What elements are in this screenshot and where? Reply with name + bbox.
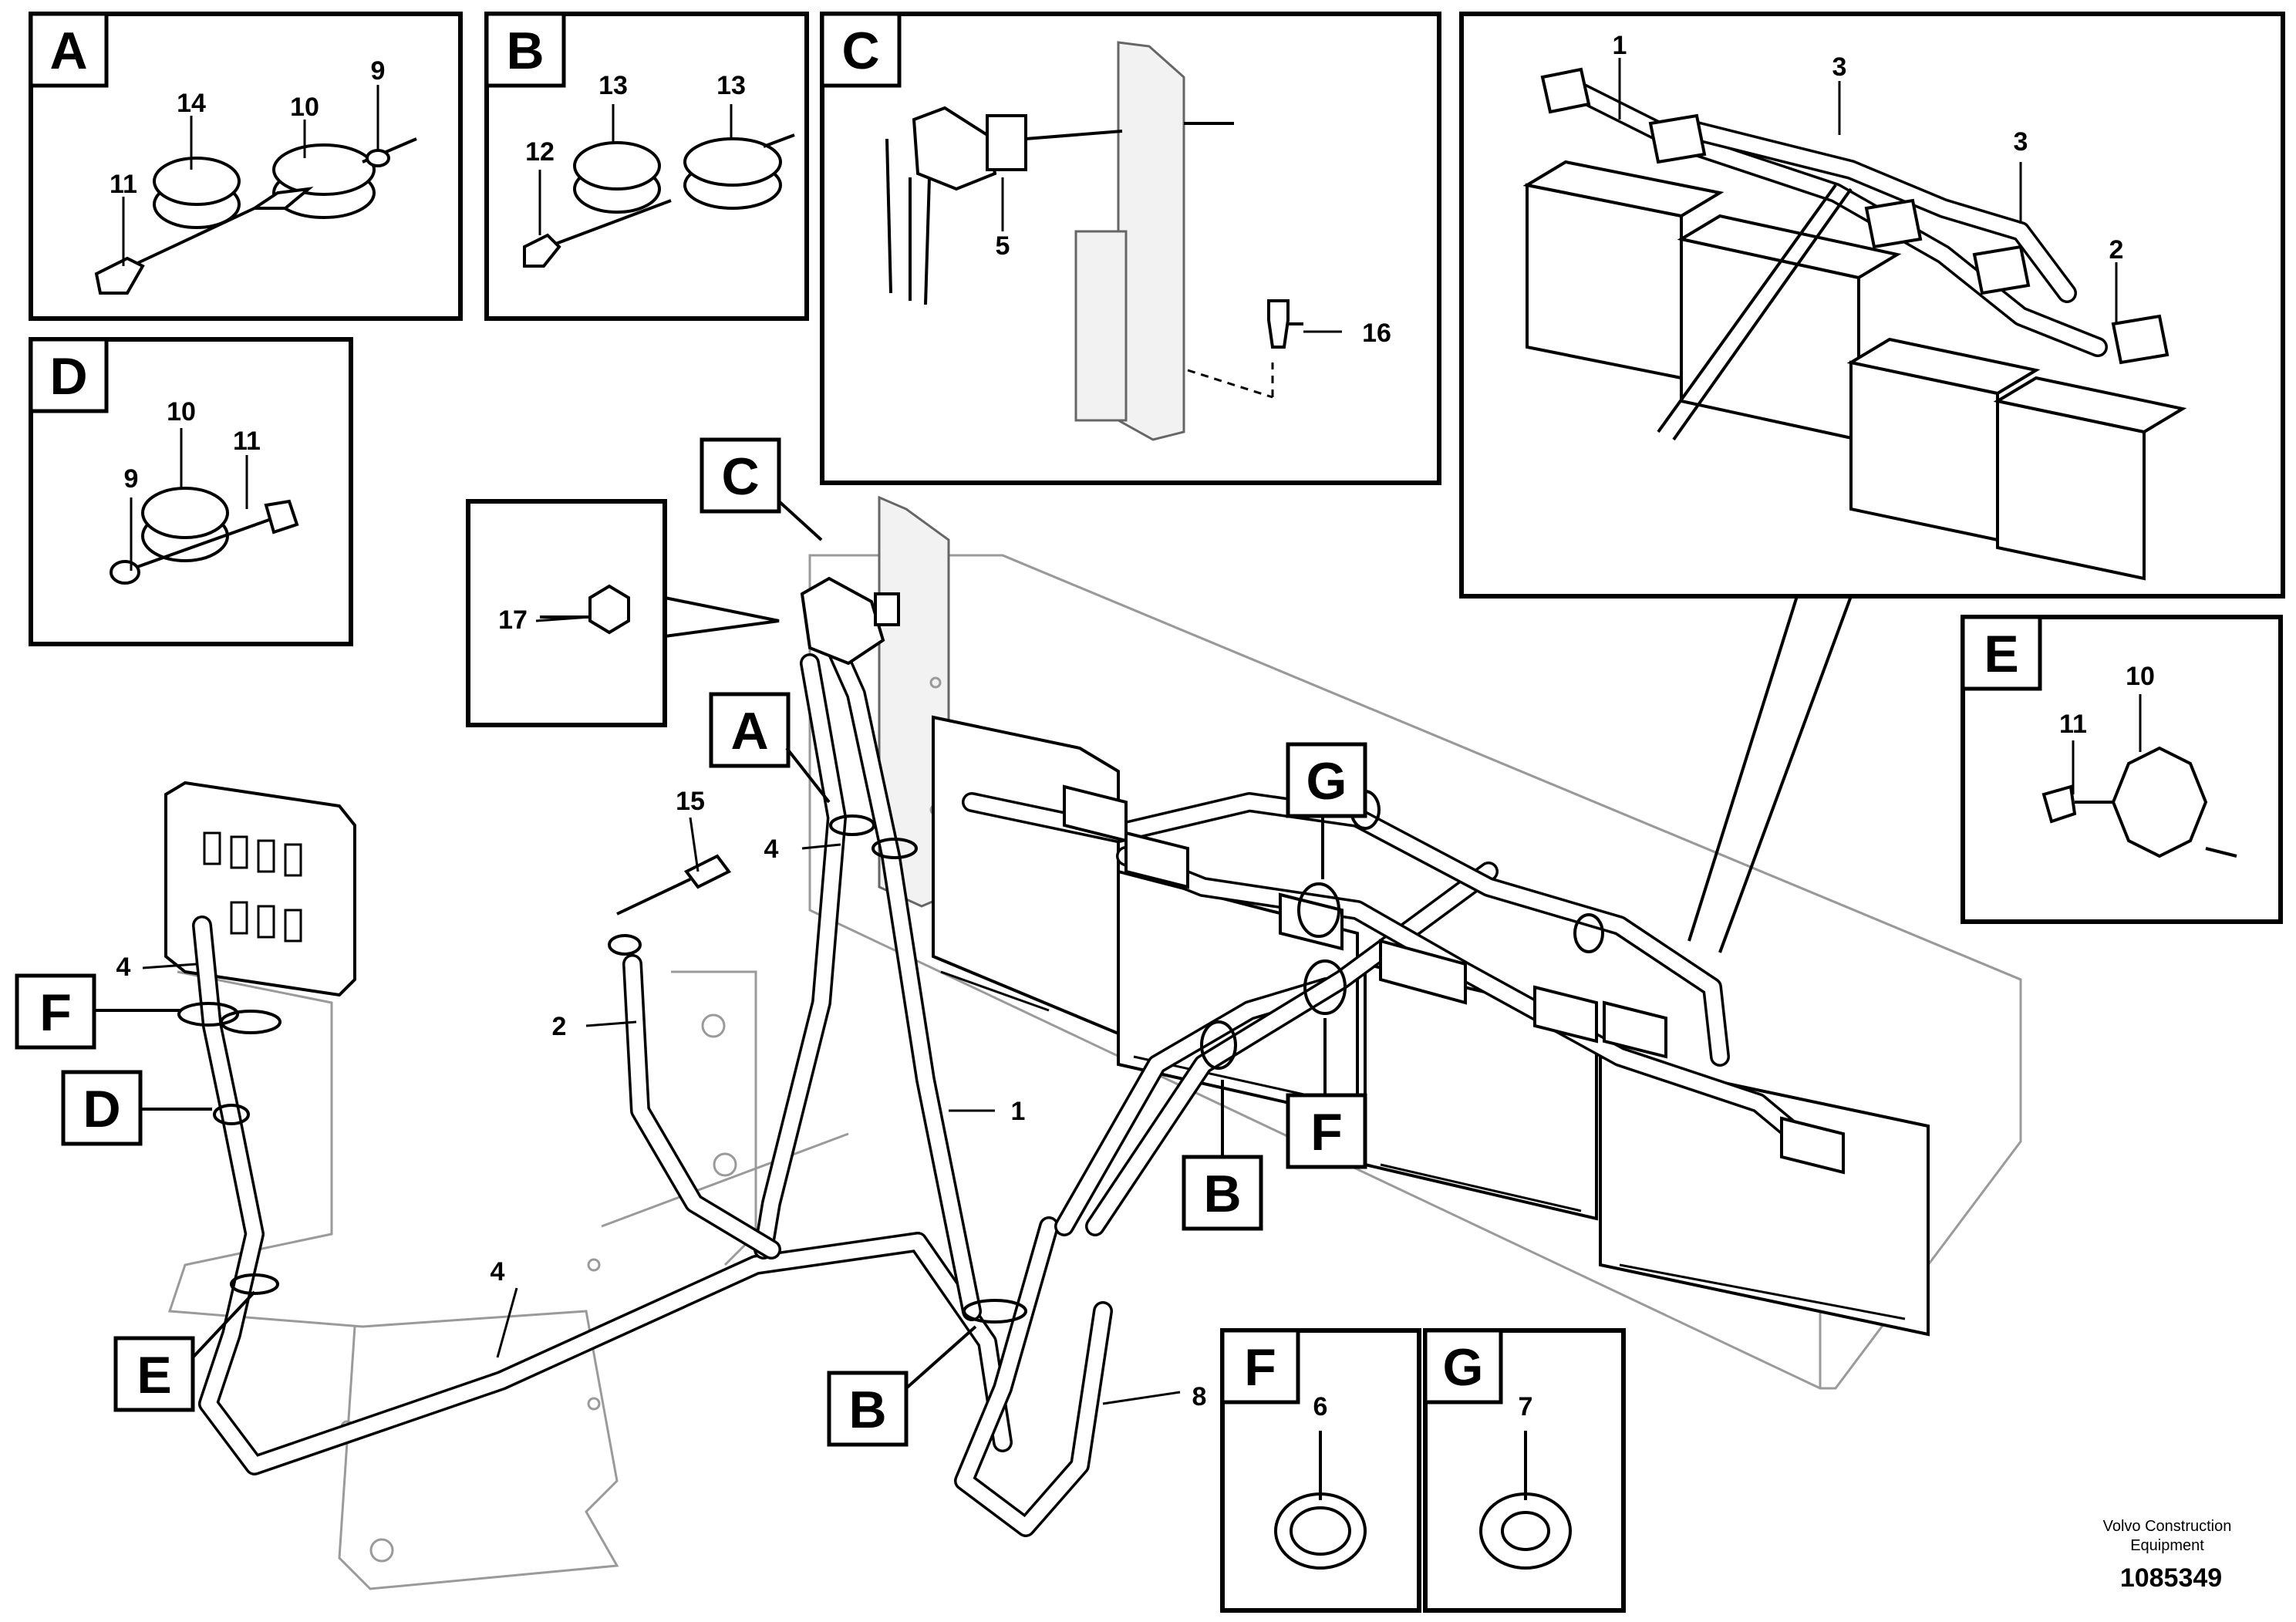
- cable-bundle-8: [954, 862, 1499, 1537]
- letter-b-detail: B: [506, 22, 544, 80]
- callout-1-main: 1: [1011, 1097, 1026, 1126]
- letter-c-main: C: [721, 447, 759, 506]
- document-number: 1085349: [2120, 1563, 2222, 1593]
- mounting-frame: [167, 970, 849, 1590]
- tag-b-lower: [827, 1325, 977, 1447]
- callout-13-panel-b-right: 13: [716, 71, 746, 100]
- tag-c-main: [700, 437, 823, 541]
- bolt-15-main: [616, 854, 732, 916]
- tag-f-right: [1286, 1018, 1367, 1169]
- callout-4-main-upper: 4: [764, 835, 779, 864]
- callout-9-panel-d: 9: [124, 464, 139, 494]
- letter-f-detail: F: [1244, 1338, 1276, 1397]
- letter-f-left: F: [39, 983, 72, 1042]
- letter-b-lower: B: [848, 1381, 886, 1439]
- letter-b-right: B: [1203, 1165, 1241, 1223]
- cable-1-second: [754, 653, 847, 1259]
- callout-8-main: 8: [1192, 1382, 1207, 1411]
- letter-d-detail: D: [49, 347, 87, 406]
- tag-e-left: [113, 1290, 256, 1412]
- detail-panel-17: [466, 499, 780, 727]
- tag-f-left: [15, 973, 181, 1050]
- callout-3-battery-panel-right: 3: [2014, 127, 2028, 157]
- callout-10-panel-e: 10: [2126, 662, 2155, 691]
- detail-panel-g: [1423, 1328, 1626, 1613]
- callout-16-panel-c: 16: [1362, 319, 1391, 348]
- callout-5-panel-c: 5: [996, 231, 1010, 261]
- callout-17: 17: [498, 605, 528, 635]
- callout-10-panel-d: 10: [167, 397, 196, 427]
- callout-9-panel-a: 9: [371, 56, 386, 86]
- callout-3-battery-panel-top: 3: [1832, 52, 1847, 82]
- callout-10-panel-a: 10: [290, 93, 319, 122]
- letter-a-main: A: [730, 702, 768, 760]
- leader-lines: [122, 58, 2142, 1405]
- callout-1-battery-panel: 1: [1613, 31, 1627, 60]
- battery-switch-main: [800, 576, 900, 666]
- detail-panel-b: [484, 12, 809, 321]
- tag-d-left: [61, 1070, 212, 1146]
- detail-panel-c: [820, 12, 1441, 485]
- credit-line-1: Volvo Construction: [2103, 1518, 2232, 1535]
- cable-4: [192, 916, 1013, 1475]
- battery-1-main: [932, 715, 1120, 1036]
- callout-11-panel-d: 11: [233, 427, 261, 456]
- letter-e-left: E: [137, 1346, 171, 1404]
- detail-panel-f: [1220, 1328, 1421, 1613]
- callout-11-panel-e: 11: [2059, 710, 2087, 739]
- callout-2-main: 2: [552, 1012, 567, 1041]
- letter-g-detail: G: [1443, 1338, 1484, 1397]
- cable-lug-2: [608, 934, 642, 956]
- callout-11-panel-a: 11: [110, 170, 137, 199]
- detail-panel-batteries: [1459, 12, 2285, 599]
- cable-2: [622, 954, 781, 1259]
- callout-13-panel-b-left: 13: [598, 71, 628, 100]
- detail-panel-d: [29, 337, 353, 646]
- callout-15-main: 15: [676, 787, 705, 816]
- letter-f-right: F: [1310, 1103, 1343, 1162]
- callout-12-panel-b: 12: [525, 137, 555, 167]
- battery-4-main: [1599, 1054, 1930, 1337]
- credit-line-2: Equipment: [2130, 1537, 2204, 1554]
- callout-14-panel-a: 14: [177, 89, 206, 118]
- letter-d-left: D: [83, 1080, 120, 1138]
- callout-2-battery-panel: 2: [2109, 235, 2124, 265]
- tag-b-right: [1182, 1080, 1263, 1231]
- grommets-main: [177, 790, 1604, 1034]
- detail-panel-e: [1961, 615, 2283, 924]
- tag-a-main: [709, 692, 831, 804]
- callout-4-main-left: 4: [116, 953, 131, 982]
- letter-e-detail: E: [1984, 625, 2018, 683]
- callout-4-main-lower: 4: [491, 1257, 505, 1286]
- callout-pointer-batteries: [1687, 595, 1853, 953]
- callout-6-panel-f: 6: [1313, 1392, 1328, 1421]
- letter-c-detail: C: [841, 22, 879, 80]
- tag-g-main: [1286, 742, 1367, 879]
- detail-panel-a: [29, 12, 463, 321]
- letter-g-main: G: [1306, 752, 1347, 811]
- callout-7-panel-g: 7: [1519, 1392, 1533, 1421]
- letter-a-detail: A: [49, 22, 87, 80]
